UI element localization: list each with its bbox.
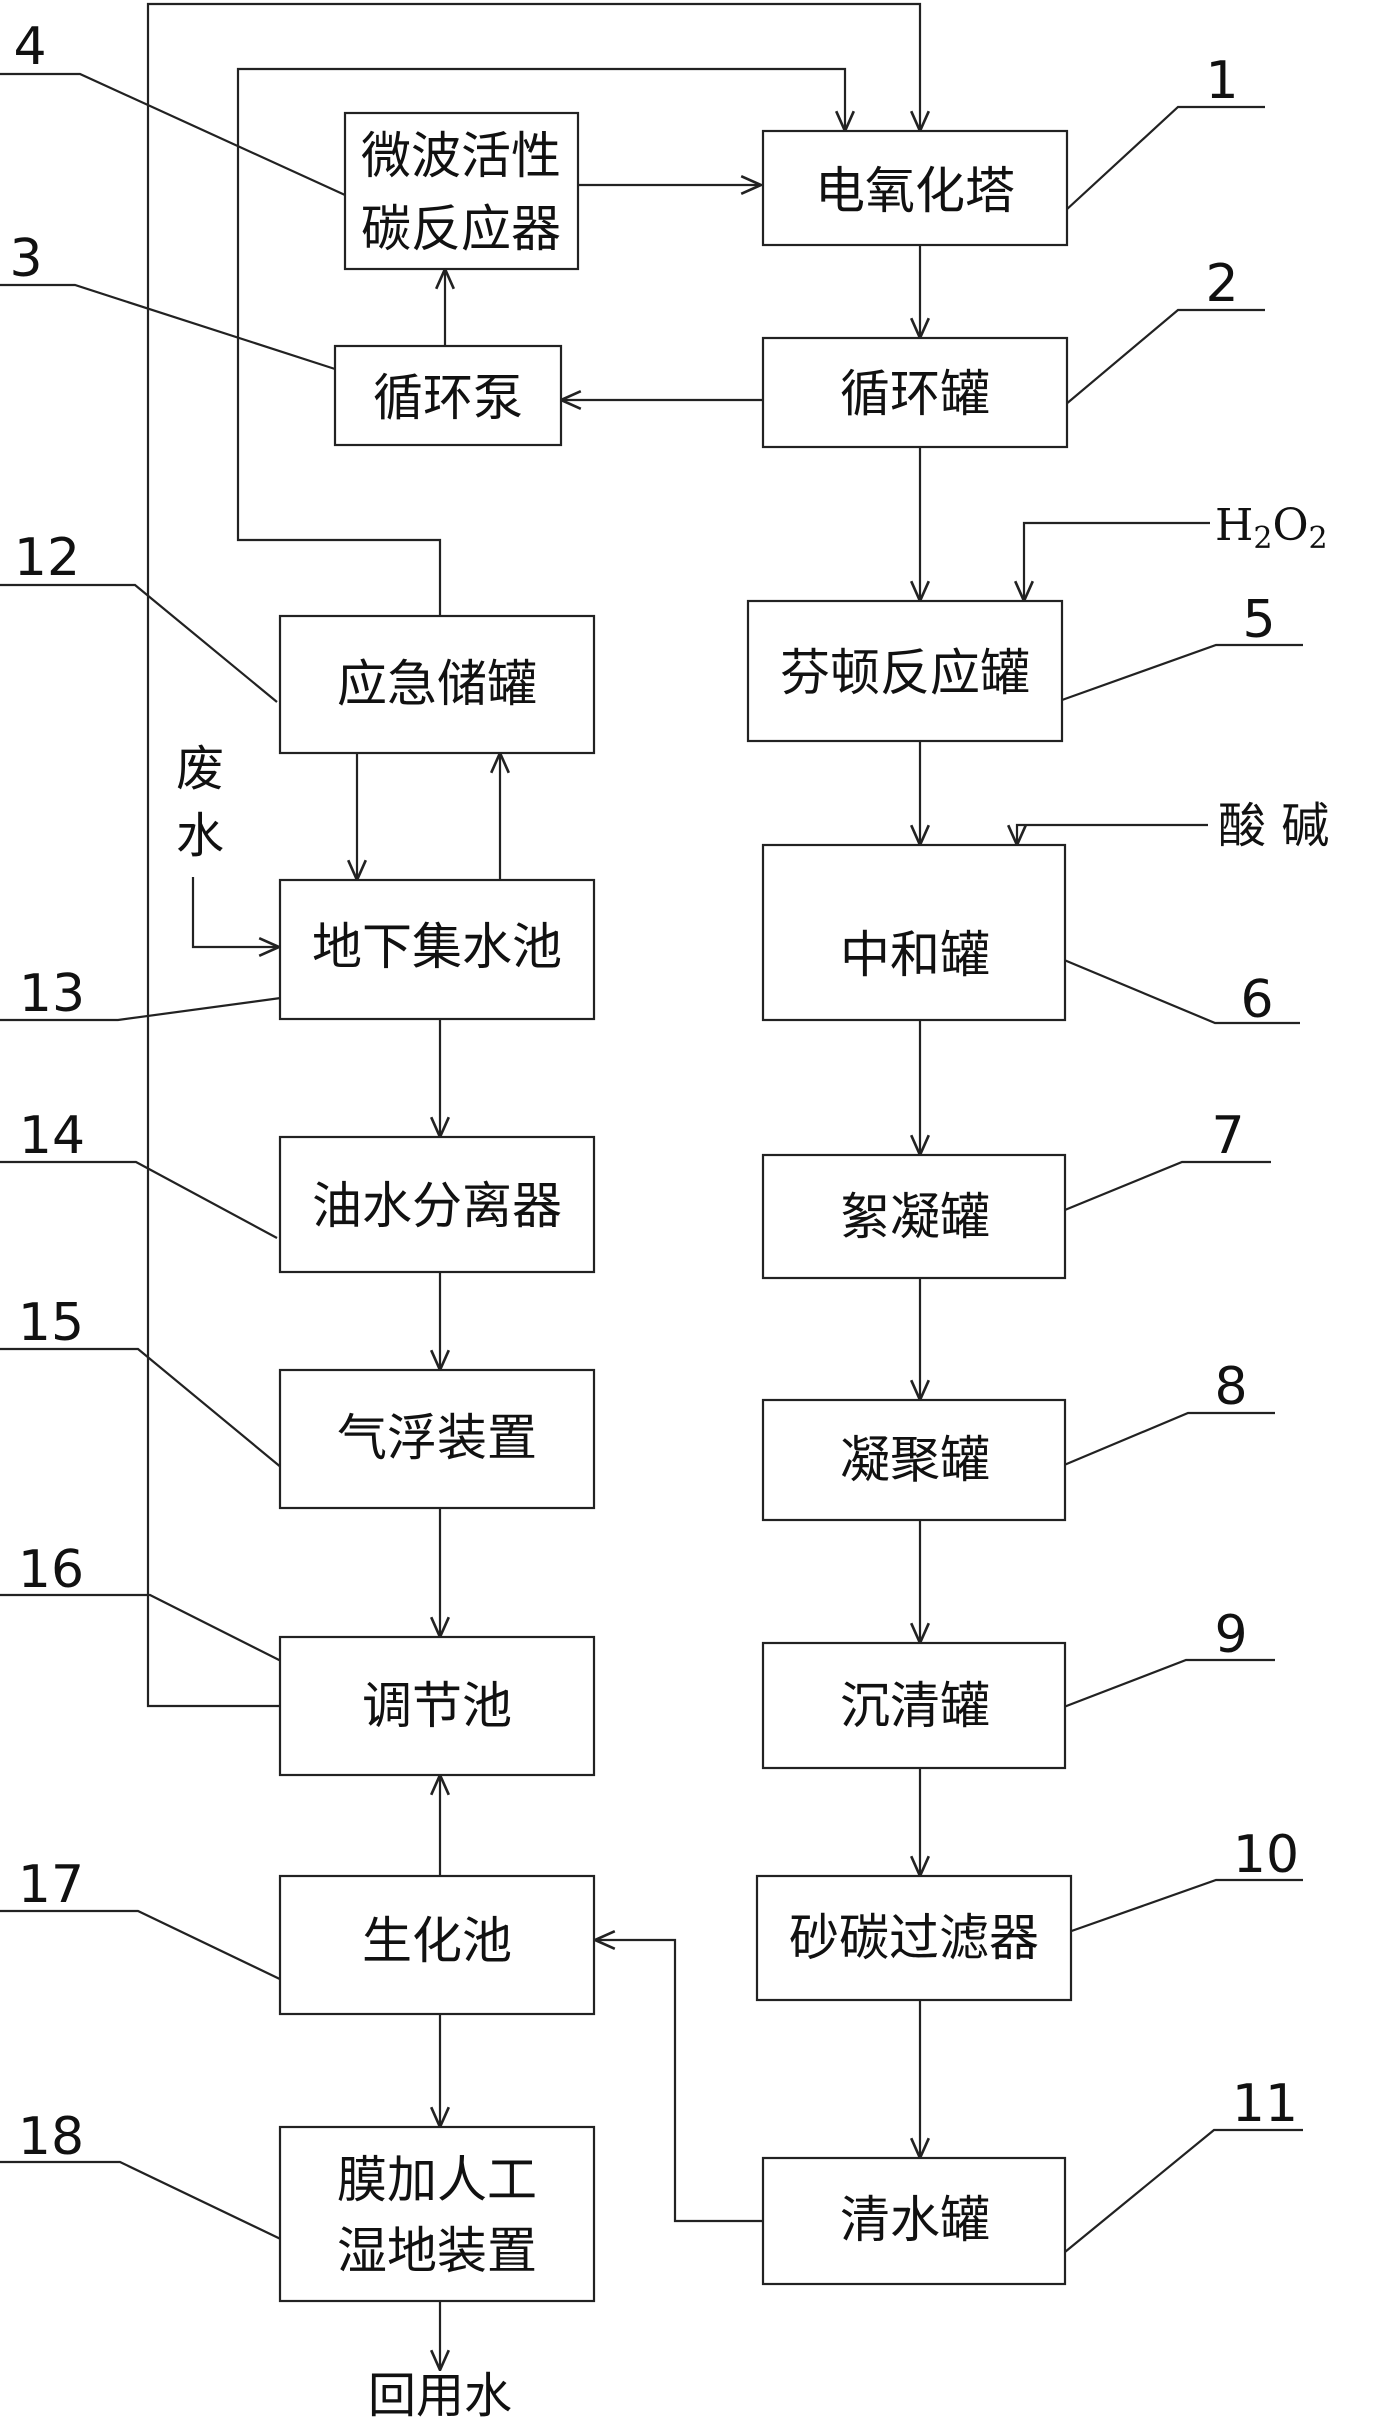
microwave-carbon-reactor-label-line2: 碳反应器 xyxy=(361,200,561,258)
callout-number-3: 3 xyxy=(9,229,42,289)
underground-sump-label: 地下集水池 xyxy=(312,918,562,976)
flocculation-tank-label: 絮凝罐 xyxy=(840,1188,990,1246)
coagulation-tank-label: 凝聚罐 xyxy=(840,1431,990,1489)
membrane-wetland-device-label-line2: 湿地装置 xyxy=(337,2222,537,2280)
air-flotation-device-label: 气浮装置 xyxy=(337,1409,537,1467)
callout-number-13: 13 xyxy=(19,964,85,1024)
leader-5 xyxy=(1061,643,1303,702)
reuse-water-output-label: 回用水 xyxy=(368,2368,512,2424)
regulating-tank-box: 调节池 xyxy=(278,1635,596,1777)
wastewater-input-line xyxy=(191,877,279,947)
coagulation-tank-box: 凝聚罐 xyxy=(761,1398,1067,1522)
acid-base-input-label: 酸 碱 xyxy=(1218,798,1329,854)
circulation-tank-box: 循环罐 xyxy=(761,336,1069,449)
leader-12 xyxy=(0,583,278,703)
air-flotation-device-box: 气浮装置 xyxy=(278,1368,596,1510)
wastewater-input-label-line1: 废 xyxy=(176,741,224,797)
callout-number-10: 10 xyxy=(1233,1825,1299,1885)
sand-carbon-filter-box: 砂碳过滤器 xyxy=(755,1874,1073,2002)
wastewater-input-label-line2: 水 xyxy=(176,808,224,864)
underground-sump-box: 地下集水池 xyxy=(278,878,596,1021)
leader-3 xyxy=(0,283,336,371)
neutralization-tank-box: 中和罐 xyxy=(761,843,1067,1022)
connectors xyxy=(146,2,1210,2370)
flow-11-to-17 xyxy=(595,1940,763,2223)
clean-water-tank-label: 清水罐 xyxy=(840,2191,990,2249)
h2o2-sub-2: 2 xyxy=(1309,521,1328,556)
electro-oxidation-tower-box: 电氧化塔 xyxy=(761,129,1069,247)
callout-number-8: 8 xyxy=(1214,1357,1247,1417)
callout-number-12: 12 xyxy=(14,528,80,588)
h2o2-sub-1: 2 xyxy=(1253,521,1272,556)
callout-number-6: 6 xyxy=(1240,970,1273,1030)
svg-text:H2O2: H2O2 xyxy=(1215,500,1328,556)
emergency-storage-tank-box: 应急储罐 xyxy=(278,614,596,755)
callout-number-15: 15 xyxy=(18,1293,84,1353)
callout-number-9: 9 xyxy=(1214,1605,1247,1665)
biochemical-tank-box: 生化池 xyxy=(278,1874,596,2016)
leader-10 xyxy=(1062,1878,1303,1936)
h2o2-o: O xyxy=(1272,500,1308,551)
oil-water-separator-box: 油水分离器 xyxy=(278,1135,596,1274)
leader-13 xyxy=(0,995,289,1022)
leader-7 xyxy=(1037,1160,1271,1223)
fenton-reaction-tank-label: 芬顿反应罐 xyxy=(780,644,1030,702)
callout-number-11: 11 xyxy=(1232,2074,1298,2134)
flow-16-to-1 xyxy=(146,2,920,1708)
clean-water-tank-box: 清水罐 xyxy=(761,2156,1067,2286)
callout-number-7: 7 xyxy=(1211,1106,1244,1166)
callout-number-14: 14 xyxy=(19,1106,85,1166)
sand-carbon-filter-label: 砂碳过滤器 xyxy=(789,1909,1039,1967)
callout-number-1: 1 xyxy=(1205,51,1238,111)
leader-16 xyxy=(0,1593,292,1667)
neutralization-tank-label: 中和罐 xyxy=(840,926,990,984)
circulation-pump-box: 循环泵 xyxy=(333,344,563,447)
oil-water-separator-label: 油水分离器 xyxy=(312,1177,562,1235)
circulation-pump-label: 循环泵 xyxy=(373,369,523,427)
leader-15 xyxy=(0,1347,289,1474)
leader-9 xyxy=(1042,1658,1275,1717)
emergency-storage-tank-label: 应急储罐 xyxy=(337,655,537,713)
h2o2-input-line xyxy=(1024,521,1210,601)
membrane-wetland-device-label-line1: 膜加人工 xyxy=(337,2151,537,2209)
callout-number-5: 5 xyxy=(1242,590,1275,650)
leader-14 xyxy=(0,1160,278,1239)
leader-8 xyxy=(1037,1411,1275,1478)
callout-number-4: 4 xyxy=(13,17,46,77)
leader-18 xyxy=(0,2160,292,2245)
callout-number-17: 17 xyxy=(18,1855,84,1915)
microwave-carbon-reactor-box: 微波活性 碳反应器 xyxy=(343,111,580,271)
fenton-reaction-tank-box: 芬顿反应罐 xyxy=(746,599,1064,743)
h2o2-input-label: H2O2 xyxy=(1215,500,1328,556)
acid-base-input-line xyxy=(1017,823,1208,845)
leader-1 xyxy=(1039,105,1265,235)
biochemical-tank-label: 生化池 xyxy=(362,1912,512,1970)
regulating-tank-label: 调节池 xyxy=(362,1677,512,1735)
electro-oxidation-tower-label: 电氧化塔 xyxy=(815,162,1015,220)
callout-number-2: 2 xyxy=(1205,254,1238,314)
leader-4 xyxy=(0,72,346,197)
membrane-wetland-device-box: 膜加人工 湿地装置 xyxy=(278,2125,596,2303)
microwave-carbon-reactor-label-line1: 微波活性 xyxy=(361,127,561,185)
leader-2 xyxy=(1039,308,1265,427)
h2o2-h: H xyxy=(1215,500,1253,551)
callout-number-16: 16 xyxy=(18,1540,84,1600)
leader-11 xyxy=(1042,2128,1303,2271)
leader-17 xyxy=(0,1909,287,1983)
callout-leaders xyxy=(0,72,1303,2271)
leader-6 xyxy=(1056,955,1300,1025)
clarifier-tank-label: 沉清罐 xyxy=(840,1677,990,1735)
flow-12-to-1 xyxy=(236,67,845,616)
clarifier-tank-box: 沉清罐 xyxy=(761,1641,1067,1770)
callout-number-18: 18 xyxy=(18,2107,84,2167)
circulation-tank-label: 循环罐 xyxy=(840,365,990,423)
callout-numbers: 1 2 3 4 5 6 7 8 9 10 11 12 13 14 15 16 1… xyxy=(9,17,1299,2167)
flocculation-tank-box: 絮凝罐 xyxy=(761,1153,1067,1280)
